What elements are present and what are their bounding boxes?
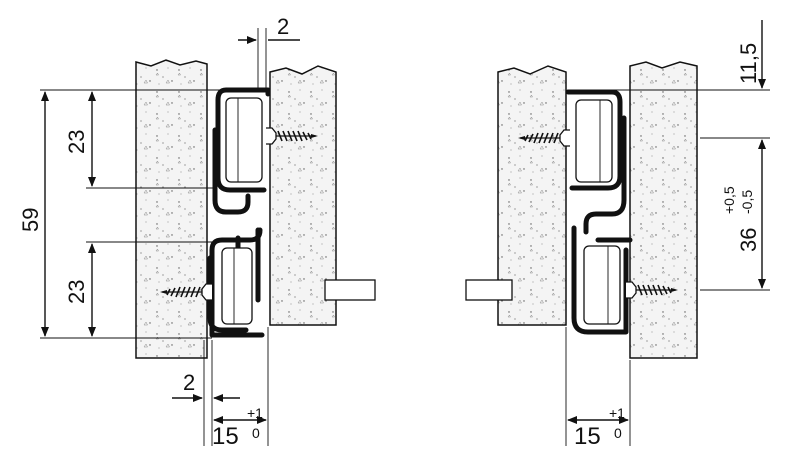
right-depth-tolerance-lower: 0	[614, 425, 622, 441]
left-cabinet-rail	[212, 127, 251, 215]
left-upper-spacing-label: 23	[64, 130, 89, 154]
left-upper-roller	[225, 97, 263, 183]
left-drawer-bottom-panel	[324, 279, 376, 301]
left-assembly: 59 23 23 2 2 15 +1 0	[18, 14, 376, 450]
left-cabinet-board	[135, 59, 208, 359]
left-lower-spacing-label: 23	[64, 280, 89, 304]
right-lower-channel	[571, 225, 633, 335]
right-top-offset-label: 11,5	[736, 43, 761, 84]
right-cabinet-board	[629, 61, 698, 359]
right-depth-tolerance-upper: +1	[609, 405, 625, 421]
right-spacing-tolerance-upper: +0,5	[721, 186, 737, 214]
right-spacing-tolerance-lower: -0,5	[739, 190, 755, 214]
left-bottom-gap-label: 2	[183, 370, 195, 395]
right-assembly: 11,5 36 +0,5 -0,5 15 +1 0	[465, 20, 770, 450]
left-depth-tolerance-upper: +1	[247, 405, 263, 421]
left-depth-tolerance-lower: 0	[252, 425, 260, 441]
right-lower-roller	[583, 245, 621, 325]
left-drawer-board	[269, 65, 337, 326]
left-lower-roller	[221, 247, 253, 325]
left-depth-label: 15	[212, 423, 239, 450]
right-drawer-bottom-panel	[465, 279, 513, 301]
right-upper-roller	[575, 99, 613, 183]
left-top-gap-label: 2	[277, 14, 289, 39]
left-total-height-label: 59	[18, 208, 43, 232]
right-depth-label: 15	[574, 423, 601, 450]
right-drawer-rail	[565, 89, 623, 191]
right-cabinet-rail	[583, 115, 627, 235]
left-drawer-rail	[209, 227, 265, 338]
right-spacing-label: 36	[736, 228, 761, 252]
right-drawer-board	[497, 65, 567, 326]
